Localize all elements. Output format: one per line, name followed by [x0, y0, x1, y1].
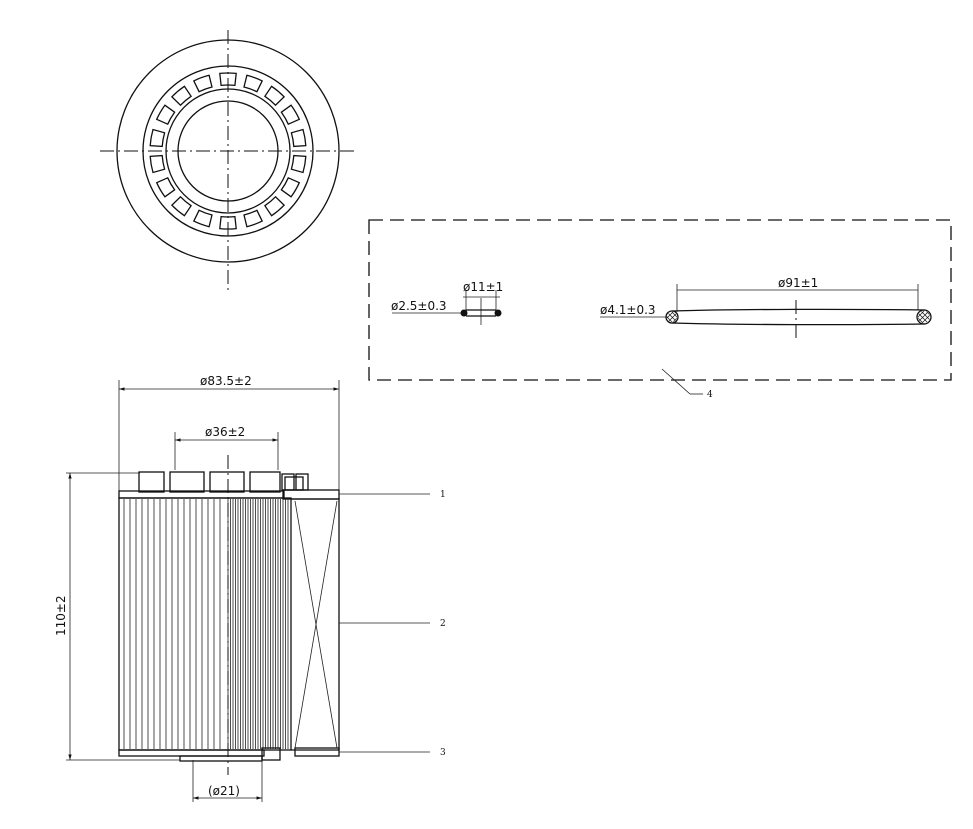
vent-slot: [263, 195, 286, 217]
outer-diameter-dim: ø83.5±2: [200, 374, 252, 388]
vent-slot: [170, 85, 193, 107]
vent-slot: [243, 74, 264, 93]
oring-detail: ø11±1 ø2.5±0.3 ø91±1 ø4.1±0.3 4: [368, 219, 952, 400]
vent-slot: [149, 128, 166, 148]
vent-slot: [280, 104, 301, 126]
vent-slot: [263, 85, 286, 107]
vent-slot: [170, 195, 193, 217]
inner-diameter-dim: ø36±2: [205, 425, 245, 439]
height-dim: 110±2: [54, 595, 68, 636]
vent-slot: [243, 209, 264, 228]
small-oring-inner-dim: ø11±1: [463, 280, 503, 294]
vent-slot: [192, 74, 213, 93]
callout-1: 1: [440, 490, 446, 500]
outlet-diameter-dim: (ø21): [208, 784, 240, 798]
small-oring-section-dim: ø2.5±0.3: [391, 299, 447, 313]
large-oring-section-dim: ø4.1±0.3: [600, 303, 656, 317]
callout-3: 3: [440, 748, 446, 758]
vent-slot: [155, 104, 176, 126]
vent-slot: [219, 215, 237, 230]
callout-2: 2: [440, 619, 446, 629]
top-view: [100, 30, 355, 290]
vent-slot: [290, 128, 307, 148]
vent-slot: [280, 176, 301, 198]
vent-slots: [149, 72, 307, 230]
vent-slot: [219, 72, 237, 87]
callout-4: 4: [707, 390, 713, 400]
vent-slot: [149, 154, 166, 174]
vent-slot: [290, 154, 307, 174]
vent-slot: [155, 176, 176, 198]
vent-slot: [192, 209, 213, 228]
large-oring-inner-dim: ø91±1: [778, 276, 818, 290]
side-view: ø83.5±2 ø36±2 110±2: [54, 374, 446, 802]
pleat-lines: [123, 499, 289, 749]
